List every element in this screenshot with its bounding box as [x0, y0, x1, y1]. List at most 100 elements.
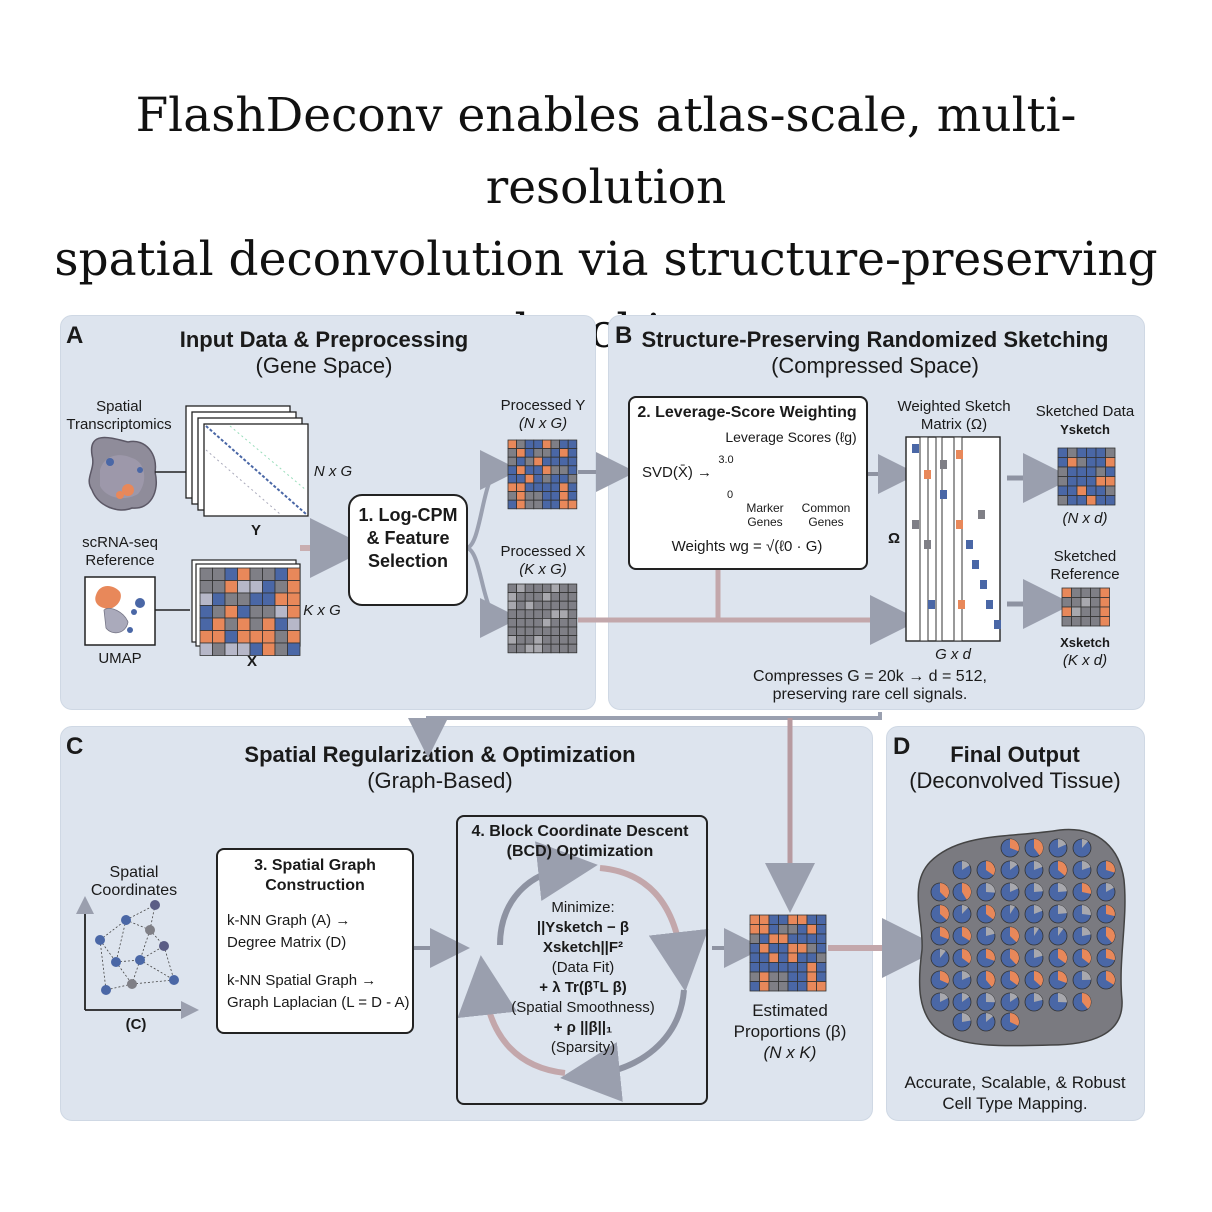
x-matrix-label: X	[246, 653, 257, 670]
graph-node	[121, 915, 131, 925]
sketch-cell	[912, 444, 919, 453]
y-sketch-cell	[1095, 495, 1106, 506]
estimated-cell	[749, 914, 760, 925]
smoothness-term: + λ Tr(βᵀL β)	[539, 979, 627, 996]
x-matrix-cell	[199, 630, 213, 644]
pie-slice	[1082, 971, 1091, 980]
minimize-label: Minimize:	[551, 899, 615, 916]
x-matrix-cell	[199, 617, 213, 631]
processed-y-cell	[524, 448, 535, 458]
y-sketch-cell	[1076, 485, 1087, 496]
processed-y-cell	[524, 491, 535, 501]
pie-slice	[962, 905, 969, 914]
x-matrix-cell	[224, 592, 238, 606]
sketch-cell	[972, 560, 979, 569]
processed-y-cell	[516, 465, 526, 475]
x-matrix-cell	[262, 567, 276, 581]
graph-edge	[115, 919, 127, 963]
x-matrix-cell	[224, 642, 238, 656]
processed-y-cell	[533, 439, 543, 450]
x-matrix-cell	[287, 617, 301, 631]
y-dims-label: N x G	[313, 463, 353, 480]
processed-x-label: Processed X (K x G)	[490, 543, 596, 579]
graph-edge	[125, 904, 156, 921]
processed-x-cell	[516, 609, 526, 619]
x-matrix-cell	[237, 617, 251, 631]
processed-x-grid	[507, 583, 578, 654]
y-sketch-cell	[1095, 485, 1106, 496]
x-sketch-cell	[1099, 597, 1110, 608]
x-sketch-cell	[1099, 587, 1110, 598]
processed-y-cell	[507, 456, 518, 467]
step4-title-line2: (BCD) Optimization	[506, 843, 654, 860]
estimated-cell	[768, 943, 779, 954]
estimated-cell	[816, 962, 827, 973]
smoothness-caption: (Spatial Smoothness)	[511, 999, 655, 1016]
processed-x-cell	[567, 618, 578, 628]
pie-slice	[1034, 993, 1043, 1002]
pie-slice	[1082, 905, 1091, 916]
panel-d-title: Final Output	[950, 742, 1080, 767]
step1-line2: & Feature	[366, 528, 450, 548]
processed-y-cell	[507, 499, 518, 510]
x-sketch-cell	[1099, 606, 1110, 617]
sketch-matrix-label: Weighted Sketch Matrix (Ω)	[888, 398, 1020, 434]
sketch-cell	[966, 540, 973, 549]
pie-slice	[1034, 838, 1044, 856]
processed-x-cell	[524, 643, 535, 654]
estimated-cell	[806, 933, 817, 944]
pie-slice	[1058, 927, 1064, 936]
processed-y-cell	[516, 456, 526, 467]
processed-x-cell	[507, 583, 518, 594]
processed-x-cell	[516, 643, 526, 654]
coords-caption: (C)	[125, 1016, 147, 1033]
pie-slice	[1034, 971, 1043, 986]
pie-slice	[1058, 861, 1068, 876]
estimated-cell	[759, 981, 770, 992]
estimated-cell	[797, 952, 808, 963]
processed-x-cell	[542, 592, 552, 602]
processed-y-cell	[550, 491, 561, 501]
processed-x-cell	[567, 626, 578, 637]
bcd-cycle-arrows	[457, 841, 709, 1102]
pie-slice	[1034, 904, 1043, 914]
pie-slice	[940, 948, 946, 958]
processed-x-cell	[533, 626, 543, 637]
y-sketch-cell	[1086, 466, 1097, 477]
y-sketch-cell	[1057, 495, 1068, 506]
processed-y-cell	[542, 439, 552, 450]
processed-y-cell	[533, 456, 543, 467]
y-sketch-cell	[1076, 457, 1087, 468]
pie-slice	[940, 927, 949, 940]
processed-y-cell	[542, 482, 552, 493]
estimated-cell	[768, 981, 779, 992]
estimated-cell	[759, 943, 770, 954]
estimated-cell	[797, 962, 808, 973]
estimated-cell	[816, 914, 827, 925]
pie-slice	[1106, 949, 1115, 961]
processed-y-cell	[559, 482, 569, 493]
processed-y-cell	[516, 473, 526, 484]
processed-x-cell	[550, 583, 561, 594]
pie-slice	[986, 971, 995, 987]
step3-title-line1: 3. Spatial Graph	[254, 857, 376, 874]
tick-bottom: 0	[726, 489, 734, 501]
estimated-cell	[768, 933, 779, 944]
knn-line4: Graph Laplacian (L = D - A)	[227, 994, 410, 1011]
pie-slice	[940, 905, 950, 920]
estimated-cell	[797, 971, 808, 982]
panel-d-letter: D	[893, 733, 911, 760]
sketch-cell	[924, 470, 931, 479]
nxd-label: (N x d)	[1062, 510, 1108, 527]
processed-x-cell	[516, 635, 526, 645]
estimated-cell	[768, 952, 779, 963]
processed-y-cell	[559, 456, 569, 467]
estimated-cell	[806, 962, 817, 973]
estimated-cell	[787, 943, 798, 954]
y-sketch-cell	[1076, 466, 1087, 477]
sketch-cell	[986, 600, 993, 609]
processed-y-title: Processed Y	[500, 397, 586, 414]
processed-y-cell	[567, 482, 578, 493]
processed-x-cell	[542, 600, 552, 611]
processed-x-cell	[567, 600, 578, 611]
